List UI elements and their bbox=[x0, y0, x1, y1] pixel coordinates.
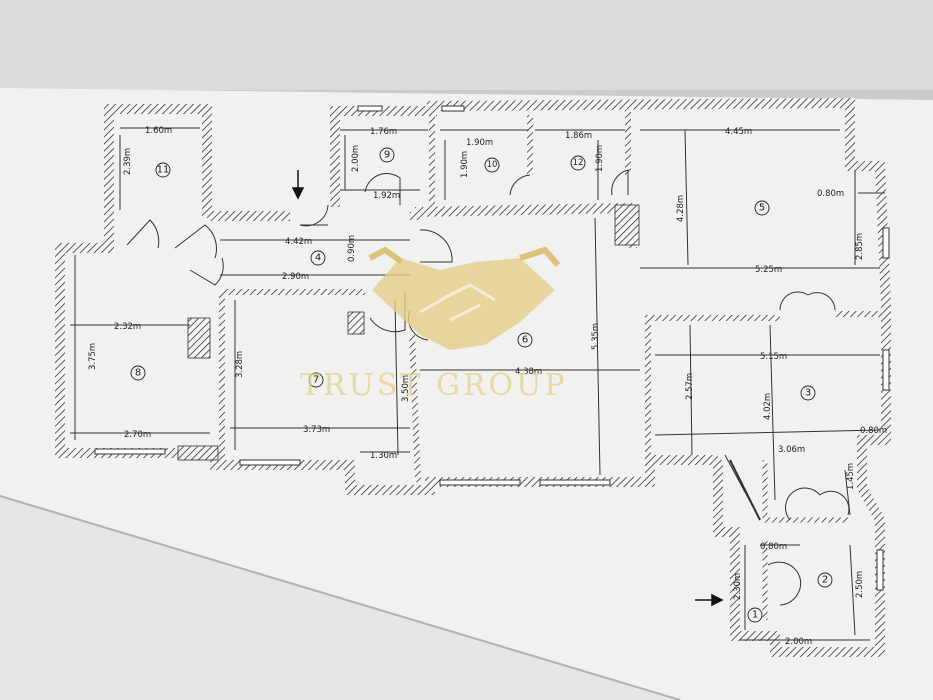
dim-r5-width2: 5.25m bbox=[755, 265, 782, 275]
dim-r7-width2: 1.30m bbox=[370, 451, 397, 461]
vertical-dimension-labels: 2.39m 2.00m 1.90m 1.90m 4.28m 2.85m 0.90… bbox=[88, 145, 865, 600]
arrow-right-icon bbox=[695, 593, 724, 607]
room-3-label: 3 bbox=[805, 388, 811, 399]
room-2-label: 2 bbox=[822, 575, 828, 586]
room-9-label: 9 bbox=[384, 150, 390, 161]
dim-r8-height: 3.75m bbox=[88, 343, 98, 370]
dim-r3-bay: 0.80m bbox=[860, 426, 887, 436]
dim-r5-height2: 2.85m bbox=[855, 233, 865, 260]
dim-r12-height: 1.90m bbox=[595, 145, 605, 172]
dim-r10-height: 1.90m bbox=[460, 151, 470, 178]
dim-r5-height: 4.28m bbox=[676, 195, 686, 222]
room-11-label: 11 bbox=[157, 165, 170, 176]
dim-r8-width: 2.32m bbox=[114, 322, 141, 332]
paper-fold bbox=[0, 495, 681, 700]
dim-r12-width: 1.86m bbox=[565, 131, 592, 141]
paper-top-sheet bbox=[0, 0, 933, 90]
dimension-labels: 1.60m 1.76m 1.92m 1.90m 1.86m 4.45m 0.80… bbox=[114, 126, 887, 647]
dim-r3-height2: 4.02m bbox=[763, 393, 773, 420]
room-5-label: 5 bbox=[759, 203, 765, 214]
watermark-text: TRUST GROUP bbox=[300, 368, 568, 403]
dim-r8-width2: 2.70m bbox=[124, 430, 151, 440]
room-1-label: 1 bbox=[752, 610, 758, 621]
dim-r1-width: 0.80m bbox=[760, 542, 787, 552]
dim-r4-width: 4.42m bbox=[285, 237, 312, 247]
walls bbox=[55, 97, 891, 657]
dim-r3-height: 2.57m bbox=[685, 373, 695, 400]
room-markers bbox=[130, 147, 833, 623]
dim-r11-width: 1.60m bbox=[145, 126, 172, 136]
room-10-label: 10 bbox=[487, 160, 498, 170]
dim-r7-height2: 3.50m bbox=[401, 375, 411, 402]
dim-r3-width2: 3.06m bbox=[778, 445, 805, 455]
dim-r3-width: 5.15m bbox=[760, 352, 787, 362]
dim-r2-height: 1.45m bbox=[846, 463, 856, 490]
dim-r5-bay: 0.80m bbox=[817, 189, 844, 199]
dim-r9-height: 2.00m bbox=[351, 145, 361, 172]
dim-r10-width: 1.90m bbox=[466, 138, 493, 148]
room-8-label: 8 bbox=[135, 368, 141, 379]
room-6-label: 6 bbox=[522, 335, 528, 346]
room-7-label: 7 bbox=[313, 375, 319, 386]
doors bbox=[126, 169, 850, 606]
dim-r7-height: 3.28m bbox=[235, 351, 245, 378]
dim-r6-height: 5.35m bbox=[591, 323, 601, 350]
arrow-down-icon bbox=[291, 170, 305, 200]
dim-r4-width2: 2.90m bbox=[282, 272, 309, 282]
room-12-label: 12 bbox=[573, 158, 584, 168]
dim-r1-height: 2.30m bbox=[733, 573, 743, 600]
dim-r9-width2: 1.92m bbox=[373, 191, 400, 201]
dim-r6-width: 4.38m bbox=[515, 367, 542, 377]
dim-r11-height: 2.39m bbox=[123, 148, 133, 175]
dim-r5-width: 4.45m bbox=[725, 127, 752, 137]
handshake-icon bbox=[368, 246, 561, 350]
dim-r4-height: 0.90m bbox=[347, 235, 357, 262]
paper-main-sheet bbox=[0, 88, 933, 700]
dim-r7-width: 3.73m bbox=[303, 425, 330, 435]
dim-r2-height2: 2.50m bbox=[855, 571, 865, 598]
dim-r9-width: 1.76m bbox=[370, 127, 397, 137]
wall-columns bbox=[177, 204, 640, 461]
windows bbox=[94, 105, 890, 591]
room-4-label: 4 bbox=[315, 253, 321, 264]
dim-r2-width: 2.00m bbox=[785, 637, 812, 647]
